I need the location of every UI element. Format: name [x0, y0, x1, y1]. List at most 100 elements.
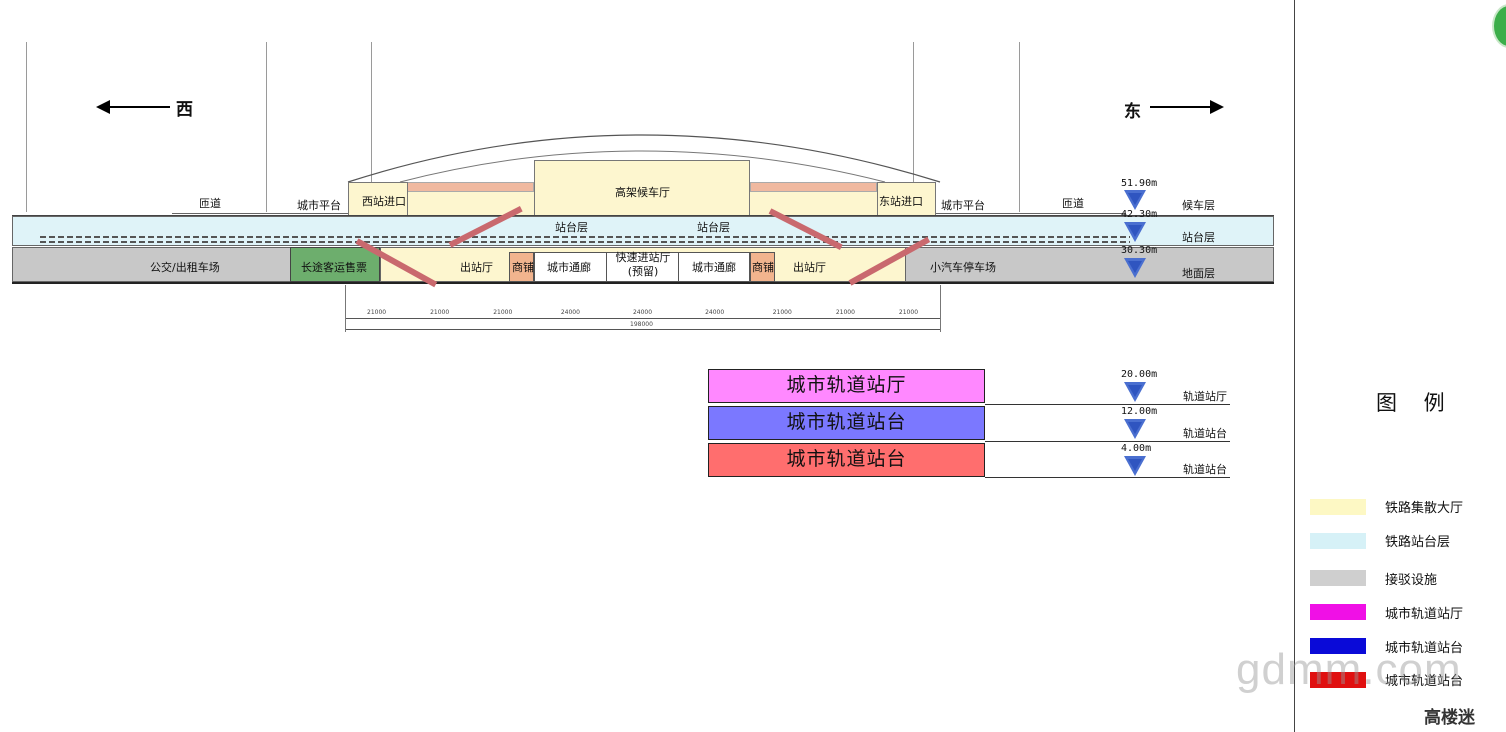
ramp-deck-west — [172, 213, 348, 214]
car-parking-label: 小汽车停车场 — [930, 261, 996, 274]
legend-swatch-transfer — [1310, 570, 1366, 586]
dimension-tick — [345, 285, 346, 332]
city-platform-west-label: 城市平台 — [297, 199, 341, 212]
level-marker-2-icon — [1124, 222, 1146, 242]
hall-divider — [877, 182, 878, 216]
track — [40, 236, 1130, 238]
dimension-label: 21000 — [898, 309, 919, 316]
roof-band-right — [750, 182, 877, 192]
corridor-divider — [678, 252, 679, 282]
metro-level-name-2: 轨道站台 — [1183, 427, 1227, 440]
level-name-3: 地面层 — [1182, 267, 1215, 280]
legend-swatch-hall — [1310, 499, 1366, 515]
level-name-2: 站台层 — [1182, 231, 1215, 244]
dimension-label: 24000 — [560, 309, 580, 316]
dimension-tick — [940, 285, 941, 332]
metro-marker-3-icon — [1124, 456, 1146, 476]
long-distance-ticket-label: 长途客运售票 — [301, 261, 367, 274]
metro-level-name-1: 轨道站厅 — [1183, 390, 1227, 403]
city-corridor-right-label: 城市通廊 — [692, 261, 736, 274]
shop-block-right — [750, 252, 775, 282]
long-distance-ticket-block — [290, 247, 380, 282]
grid-line — [1019, 42, 1020, 212]
shop-left-label: 商铺 — [512, 261, 534, 274]
deck-line — [12, 215, 1274, 216]
exit-hall-left-label: 出站厅 — [460, 261, 493, 274]
hall-divider — [407, 182, 408, 216]
legend-label-metro-hall: 城市轨道站厅 — [1385, 607, 1464, 622]
legend-label-platform: 铁路站台层 — [1385, 535, 1451, 550]
metro-level-line — [985, 404, 1230, 405]
dimension-total-line — [345, 329, 940, 330]
fast-entry-line2: (预留) — [627, 265, 659, 278]
city-corridor-left-label: 城市通廊 — [547, 261, 591, 274]
legend-swatch-metro-platform-1 — [1310, 638, 1366, 654]
west-label: 西 — [176, 100, 193, 120]
metro-platform-box-1: 城市轨道站台 — [708, 406, 985, 440]
metro-elev-3: 4.00m — [1121, 443, 1152, 454]
exit-hall-right-label: 出站厅 — [793, 261, 826, 274]
west-entrance-label: 西站进口 — [362, 195, 406, 208]
city-platform-east-label: 城市平台 — [941, 199, 985, 212]
legend-title: 图 例 — [1376, 391, 1455, 415]
dimension-labels: 21000 21000 21000 24000 24000 24000 2100… — [345, 309, 940, 316]
legend-swatch-metro-platform-2 — [1310, 672, 1366, 688]
legend-label-metro-platform-2: 城市轨道站台 — [1385, 674, 1464, 689]
watermark-logo: 高楼迷 — [1424, 708, 1475, 728]
level-elev-3: 30.30m — [1121, 245, 1158, 256]
level-elev-1: 51.90m — [1121, 178, 1158, 189]
metro-marker-1-icon — [1124, 382, 1146, 402]
level-marker-3-icon — [1124, 258, 1146, 278]
legend-label-transfer: 接驳设施 — [1385, 573, 1438, 588]
roof-arc — [347, 134, 941, 183]
shop-block-left — [509, 252, 534, 282]
east-arrow-icon — [1150, 100, 1224, 114]
fast-entry-line1: 快速进站厅 — [615, 251, 671, 264]
metro-elev-1: 20.00m — [1121, 369, 1158, 380]
grid-line — [913, 42, 914, 182]
metro-elev-2: 12.00m — [1121, 406, 1158, 417]
badge-icon — [1492, 4, 1506, 48]
elevated-hall-label: 高架候车厅 — [615, 186, 670, 199]
dimension-label: 21000 — [835, 309, 855, 316]
shop-right-label: 商铺 — [752, 261, 774, 274]
east-label: 东 — [1124, 102, 1141, 122]
metro-platform-box-2: 城市轨道站台 — [708, 443, 985, 477]
west-arrow-icon — [96, 100, 170, 114]
legend-swatch-platform — [1310, 533, 1366, 549]
grid-line — [26, 42, 27, 212]
east-entrance-label: 东站进口 — [879, 195, 923, 208]
metro-level-line — [985, 477, 1230, 478]
fast-entry-label: 快速进站厅 (预留) — [608, 251, 678, 279]
ground-baseline — [12, 282, 1274, 284]
grid-line — [266, 42, 267, 212]
grid-line — [371, 42, 372, 182]
dimension-label: 21000 — [493, 309, 513, 316]
frame-divider — [1294, 0, 1295, 732]
legend-swatch-metro-hall — [1310, 604, 1366, 620]
track — [40, 241, 1130, 243]
watermark-text: gdmm.com — [1236, 645, 1462, 694]
metro-hall-box: 城市轨道站厅 — [708, 369, 985, 403]
ramp-east-label: 匝道 — [1062, 197, 1084, 210]
platform-label-right: 站台层 — [697, 221, 730, 234]
platform-label-left: 站台层 — [555, 221, 588, 234]
metro-level-name-3: 轨道站台 — [1183, 463, 1227, 476]
ramp-deck-east — [936, 213, 1126, 214]
dimension-label: 21000 — [772, 309, 792, 316]
legend-label-hall: 铁路集散大厅 — [1385, 501, 1464, 516]
dimension-label: 24000 — [632, 309, 653, 316]
level-elev-2: 42.30m — [1121, 209, 1158, 220]
legend-label-metro-platform-1: 城市轨道站台 — [1385, 641, 1464, 656]
dimension-label: 21000 — [367, 309, 387, 316]
corridor-divider — [606, 252, 607, 282]
bus-taxi-label: 公交/出租车场 — [150, 261, 220, 274]
level-marker-1-icon — [1124, 190, 1146, 210]
level-name-1: 候车层 — [1182, 199, 1215, 212]
corridor-block — [534, 252, 750, 282]
metro-marker-2-icon — [1124, 419, 1146, 439]
dimension-label: 24000 — [705, 309, 725, 316]
metro-level-line — [985, 441, 1230, 442]
dimension-total: 198000 — [630, 321, 653, 328]
roof-band-left — [407, 182, 534, 192]
